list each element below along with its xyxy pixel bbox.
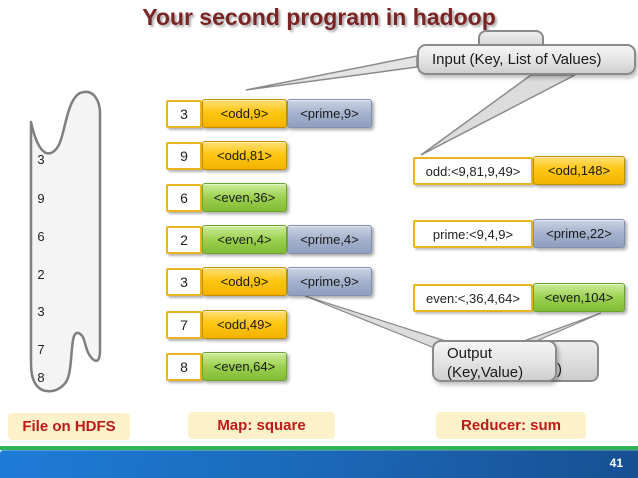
output-callout: Output (Key,Value): [432, 340, 557, 382]
label-file-on-hdfs: File on HDFS: [8, 413, 130, 440]
label-map-square: Map: square: [188, 412, 335, 439]
footer-bar: 41: [0, 450, 638, 478]
output-callout-back-text: ): [557, 361, 562, 378]
map-output-box: <even,64>: [202, 352, 287, 381]
label-reducer-sum: Reducer: sum: [436, 412, 586, 439]
map-output-box: <odd,81>: [202, 141, 287, 170]
footer-green-line: [0, 446, 638, 450]
hdfs-value: 2: [37, 267, 45, 282]
hdfs-value: 9: [37, 191, 45, 206]
input-callout-tail-left: [245, 55, 418, 91]
hdfs-value: 3: [37, 304, 45, 319]
input-callout-label: Input (Key, List of Values): [432, 51, 602, 68]
map-output-box: <odd,49>: [202, 310, 287, 339]
hdfs-value: 3: [37, 152, 45, 167]
page-number: 41: [609, 456, 623, 470]
output-callout-line2: (Key,Value): [447, 364, 524, 381]
map-output-box: <prime,4>: [287, 225, 372, 254]
map-output-box: <odd,9>: [202, 99, 287, 128]
output-callout-line1: Output: [447, 345, 493, 362]
reduce-input-box: even:<,36,4,64>: [413, 284, 533, 312]
map-input-key: 6: [166, 184, 202, 212]
hdfs-value: 6: [37, 229, 45, 244]
map-input-key: 8: [166, 353, 202, 381]
map-output-box: <prime,9>: [287, 267, 372, 296]
reduce-input-box: odd:<9,81,9,49>: [413, 157, 533, 185]
reduce-input-box: prime:<9,4,9>: [413, 220, 533, 248]
reduce-output-box: <even,104>: [533, 283, 625, 312]
map-input-key: 3: [166, 268, 202, 296]
map-input-key: 9: [166, 142, 202, 170]
hdfs-value: 7: [37, 342, 45, 357]
input-callout: Input (Key, List of Values): [417, 44, 636, 75]
hdfs-value: 8: [37, 370, 45, 385]
reduce-output-box: <prime,22>: [533, 219, 625, 248]
map-output-box: <prime,9>: [287, 99, 372, 128]
map-input-key: 3: [166, 100, 202, 128]
map-output-box: <odd,9>: [202, 267, 287, 296]
map-input-key: 2: [166, 226, 202, 254]
reduce-output-box: <odd,148>: [533, 156, 625, 185]
map-input-key: 7: [166, 311, 202, 339]
hdfs-file-shape: [29, 90, 102, 393]
slide-title: Your second program in hadoop: [142, 4, 496, 30]
map-output-box: <even,4>: [202, 225, 287, 254]
map-output-box: <even,36>: [202, 183, 287, 212]
input-callout-tail-down: [420, 74, 576, 156]
